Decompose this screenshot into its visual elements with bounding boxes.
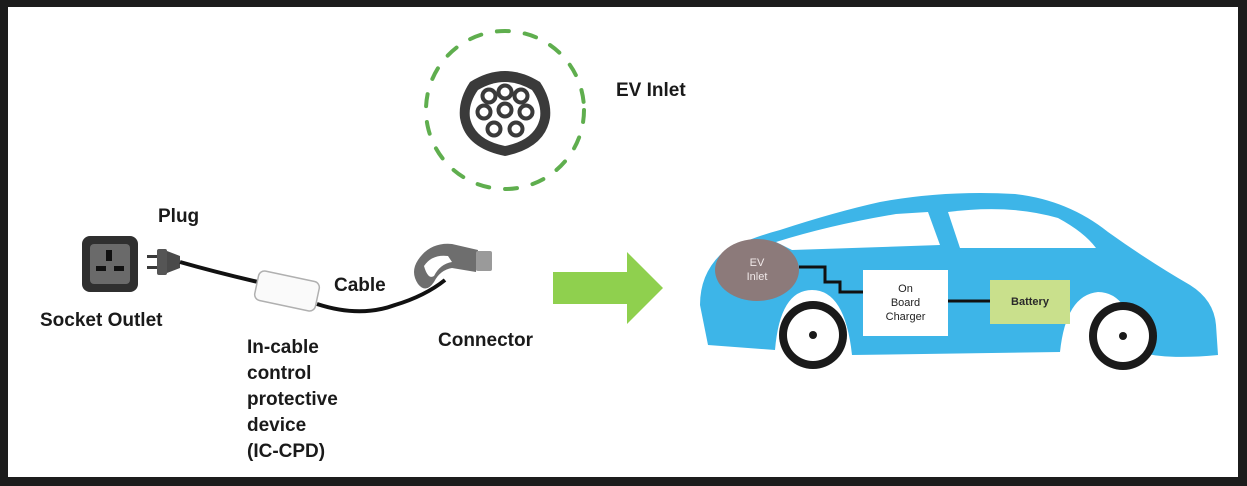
front-wheel: [779, 301, 847, 369]
ic-cpd-label: In-cable control protective device (IC-C…: [247, 337, 338, 462]
on-board-charger-box: [863, 270, 948, 336]
inlet-to-charger-wire: [799, 265, 863, 294]
plug-label: Plug: [158, 206, 200, 227]
car-rear-window: [948, 209, 1096, 248]
cable-line: [179, 260, 447, 314]
type2-inlet-icon: [459, 71, 551, 156]
inlet-dashed-ring: [424, 29, 586, 191]
battery-label: Battery: [1011, 296, 1049, 308]
electric-car-icon: [700, 193, 1218, 370]
car-ev-inlet-label: EV Inlet: [746, 257, 768, 283]
ev-inlet-diagram: [424, 29, 586, 191]
battery-box: [990, 280, 1070, 324]
ic-cpd-box: [253, 270, 321, 312]
rear-wheel: [1089, 302, 1157, 370]
right-arrow-icon: [553, 252, 663, 324]
connector-label: Connector: [438, 330, 533, 351]
cable-label: Cable: [334, 275, 386, 296]
on-board-charger-label: On Board Charger: [885, 283, 926, 323]
uk-socket-outlet-icon: [82, 236, 138, 292]
car-ev-inlet-oval: [715, 239, 799, 301]
ev-inlet-label: EV Inlet: [616, 80, 686, 101]
plug-icon: [147, 249, 180, 275]
car-front-window: [776, 212, 940, 250]
ev-connector-icon: [414, 243, 492, 289]
socket-outlet-label: Socket Outlet: [40, 310, 163, 331]
